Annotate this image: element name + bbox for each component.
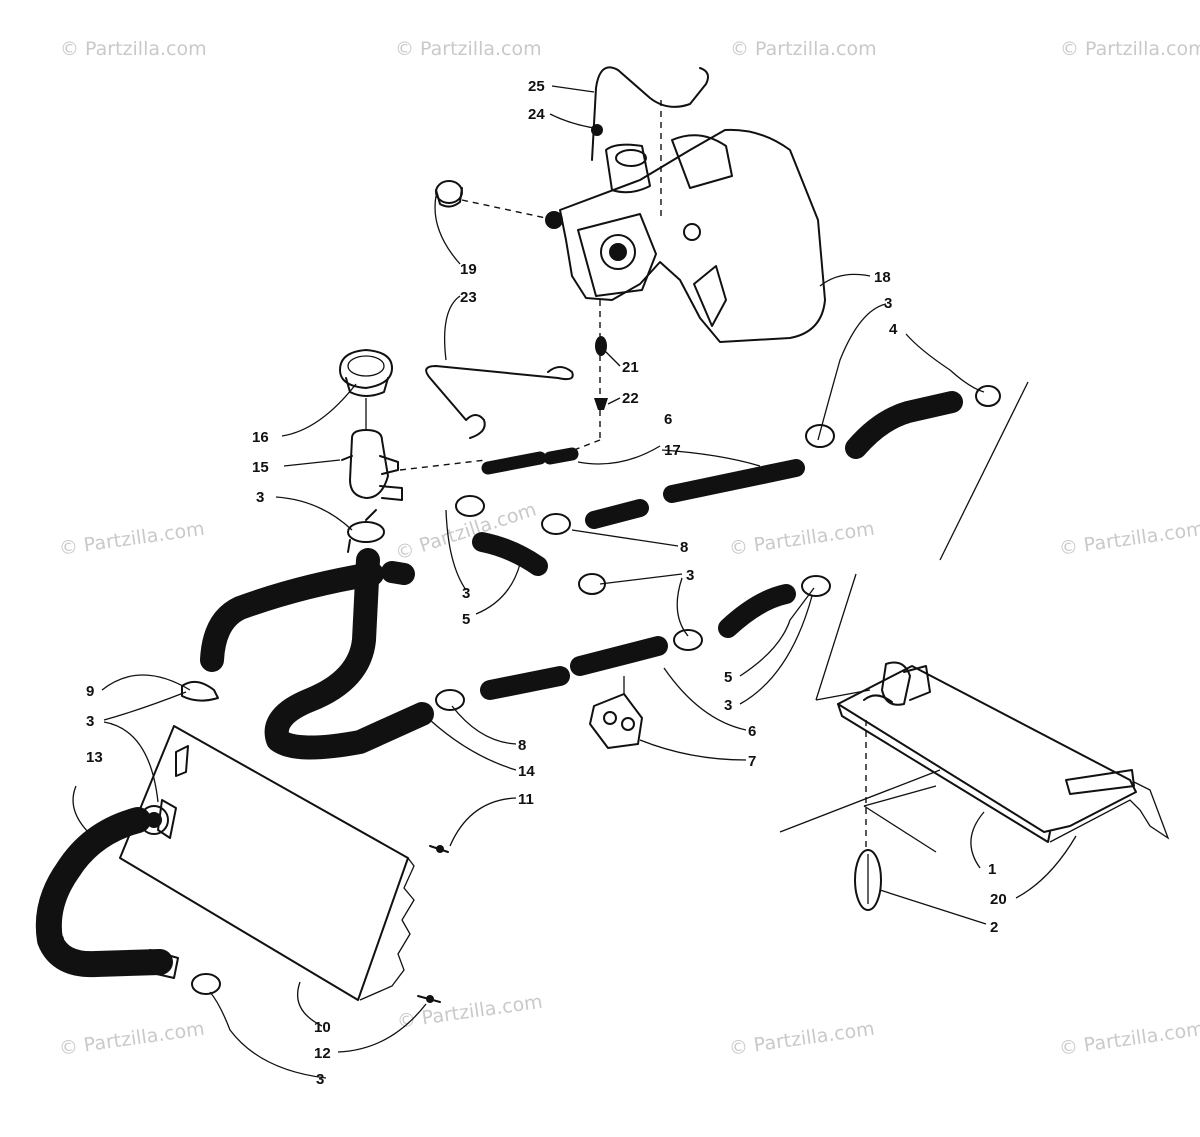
watermark: © Partzilla.com (1060, 38, 1200, 60)
callout-21: 21 (622, 359, 639, 376)
tank-fitting (545, 211, 563, 229)
callout-17: 17 (664, 442, 681, 459)
radiator-cap (339, 349, 393, 397)
coolant-hose-lower-long (570, 636, 668, 676)
mounting-rivet (854, 849, 882, 911)
hose-clamp (801, 575, 831, 597)
callout-13: 13 (86, 749, 103, 766)
reservoir-port-right (683, 223, 701, 241)
callout-3: 3 (884, 295, 892, 312)
callout-9: 9 (86, 683, 94, 700)
tank-grommet (594, 398, 608, 410)
reservoir-bracket (693, 265, 727, 327)
hose-clamp (191, 973, 221, 995)
callout-8: 8 (518, 737, 526, 754)
callout-3: 3 (86, 713, 94, 730)
watermark: © Partzilla.com (728, 1018, 876, 1060)
callout-18: 18 (874, 269, 891, 286)
overflow-tube (425, 365, 574, 439)
callout-3: 3 (462, 585, 470, 602)
watermark: © Partzilla.com (1058, 1018, 1200, 1060)
callout-3: 3 (316, 1071, 324, 1088)
reservoir-port-left (600, 234, 636, 270)
coolant-elbow-hose (472, 532, 548, 576)
coolant-hose-radiator-inlet (200, 562, 384, 672)
coolant-hose-lower-short (480, 666, 570, 700)
filler-plug (435, 180, 463, 208)
hose-clamp (181, 680, 219, 702)
hose-grommet (589, 693, 643, 749)
callout-2: 2 (990, 919, 998, 936)
hose-clamp (805, 424, 835, 448)
coolant-reservoir-tank (559, 128, 826, 343)
callout-22: 22 (622, 390, 639, 407)
callout-7: 7 (748, 753, 756, 770)
callout-5: 5 (462, 611, 470, 628)
heat-exchanger-tab (1065, 769, 1135, 795)
hose-clamp (435, 689, 465, 711)
hose-clamp (975, 385, 1001, 407)
callout-16: 16 (252, 429, 269, 446)
watermark: © Partzilla.com (1058, 518, 1200, 560)
heat-exchanger (837, 661, 1170, 843)
hose-clamp (347, 521, 385, 543)
callout-20: 20 (990, 891, 1007, 908)
coolant-hose-s-bend (264, 548, 434, 760)
vent-fitting (591, 124, 603, 136)
coolant-hose-short (585, 499, 649, 529)
callout-3: 3 (724, 697, 732, 714)
coolant-hose-upper (663, 459, 805, 503)
callout-11: 11 (518, 791, 534, 808)
coolant-elbow-lower (718, 584, 796, 638)
hose-connector (147, 949, 179, 979)
leader-lines (72, 85, 1077, 1079)
coolant-elbow-upper (845, 391, 963, 459)
callout-6: 6 (664, 411, 672, 428)
watermark: © Partzilla.com (60, 38, 207, 60)
callout-6: 6 (748, 723, 756, 740)
callout-25: 25 (528, 78, 545, 95)
callout-5: 5 (724, 669, 732, 686)
coolant-hose-radiator-outlet (35, 807, 173, 978)
callout-labels: 25 24 19 23 18 3 4 21 22 16 15 3 6 17 8 … (86, 78, 1007, 1088)
callout-10: 10 (314, 1019, 331, 1036)
callout-23: 23 (460, 289, 477, 306)
callout-3: 3 (686, 567, 694, 584)
callout-14: 14 (518, 763, 535, 780)
hose-clamp (455, 495, 485, 517)
watermark: © Partzilla.com (728, 518, 876, 560)
filler-neck (341, 429, 403, 501)
callout-3: 3 (256, 489, 264, 506)
callout-12: 12 (314, 1045, 331, 1062)
tank-drain-fitting (595, 336, 607, 356)
radiator (119, 725, 415, 1001)
callout-1: 1 (988, 861, 996, 878)
callout-15: 15 (252, 459, 269, 476)
callout-8: 8 (680, 539, 688, 556)
watermark: © Partzilla.com (58, 1018, 206, 1060)
vent-tube (591, 66, 709, 161)
watermark: © Partzilla.com (58, 518, 206, 560)
callout-19: 19 (460, 261, 477, 278)
watermark: © Partzilla.com (730, 38, 877, 60)
watermark: © Partzilla.com (395, 38, 542, 60)
hose-clamp (541, 513, 571, 535)
callout-4: 4 (889, 321, 898, 338)
reservoir-neck (605, 143, 651, 194)
vent-hose (481, 451, 547, 475)
reservoir-face-panel (577, 213, 657, 297)
watermark: © Partzilla.com (396, 991, 544, 1033)
reservoir-cap-opening (615, 149, 647, 167)
callout-24: 24 (528, 106, 545, 123)
hose-clamp (673, 629, 703, 651)
